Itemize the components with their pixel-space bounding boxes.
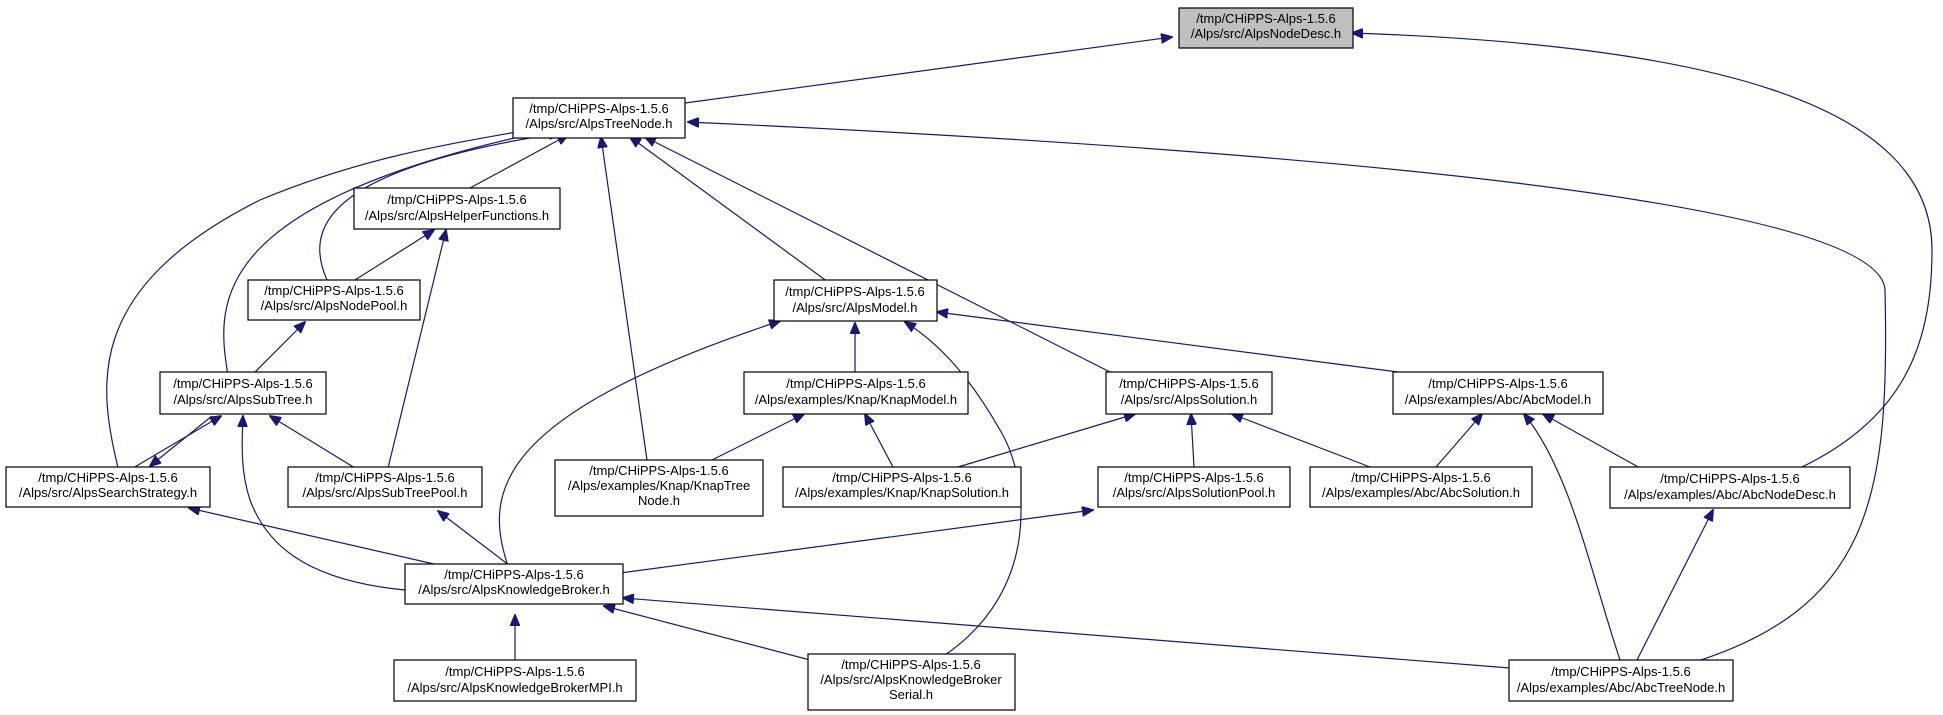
node-label-line: /Alps/examples/Abc/AbcTreeNode.h	[1517, 680, 1725, 695]
node-label-line: /tmp/CHiPPS-Alps-1.5.6	[1660, 471, 1799, 486]
node-label-line: /Alps/src/AlpsSubTreePool.h	[303, 485, 468, 500]
node-label-line: /Alps/src/AlpsKnowledgeBroker.h	[418, 582, 609, 597]
edge-kb-to-subtree	[242, 416, 406, 591]
edge-solutionpool-to-solution	[1191, 414, 1194, 468]
node-label-line: Serial.h	[889, 687, 933, 702]
node-label-line: /Alps/examples/Knap/KnapSolution.h	[795, 485, 1009, 500]
node-alps-knowledge-broker-mpi[interactable]: /tmp/CHiPPS-Alps-1.5.6 /Alps/src/AlpsKno…	[393, 659, 637, 702]
node-label-line: /tmp/CHiPPS-Alps-1.5.6	[444, 567, 583, 582]
edge-knapsolution-to-knapmodel	[865, 414, 894, 468]
edge-subtree-to-searchstrategy	[150, 415, 213, 466]
node-label-line: /Alps/src/AlpsModel.h	[793, 300, 918, 315]
edge-kbserial-to-kb	[604, 606, 811, 661]
node-alps-helper-functions[interactable]: /tmp/CHiPPS-Alps-1.5.6 /Alps/src/AlpsHel…	[353, 187, 561, 230]
node-knap-solution[interactable]: /tmp/CHiPPS-Alps-1.5.6 /Alps/examples/Kn…	[782, 466, 1022, 508]
node-label-line: /Alps/src/AlpsSolution.h	[1121, 392, 1258, 407]
node-alps-knowledge-broker-serial[interactable]: /tmp/CHiPPS-Alps-1.5.6 /Alps/src/AlpsKno…	[807, 653, 1016, 711]
edge-helper-to-treenode	[469, 135, 568, 189]
edge-subtreepool-to-subtree	[270, 416, 356, 469]
node-label-line: /Alps/src/AlpsSubTree.h	[174, 392, 313, 407]
edge-subtreepool-to-helper	[387, 230, 446, 469]
edge-treenode-to-nodedesc	[684, 37, 1172, 104]
node-label-line: /tmp/CHiPPS-Alps-1.5.6	[315, 470, 454, 485]
node-alps-node-pool[interactable]: /tmp/CHiPPS-Alps-1.5.6 /Alps/src/AlpsNod…	[247, 279, 421, 321]
node-knap-model[interactable]: /tmp/CHiPPS-Alps-1.5.6 /Alps/examples/Kn…	[743, 371, 969, 415]
node-label-line: /Alps/src/AlpsNodeDesc.h	[1191, 26, 1341, 41]
node-knap-tree-node[interactable]: /tmp/CHiPPS-Alps-1.5.6 /Alps/examples/Kn…	[554, 459, 764, 517]
node-abc-solution[interactable]: /tmp/CHiPPS-Alps-1.5.6 /Alps/examples/Ab…	[1309, 466, 1533, 508]
node-label-line: /tmp/CHiPPS-Alps-1.5.6	[1196, 11, 1335, 26]
node-label-line: /Alps/examples/Abc/AbcNodeDesc.h	[1624, 487, 1836, 502]
edge-subtree-to-treenode	[223, 128, 560, 376]
node-label-line: /Alps/examples/Knap/KnapTree	[568, 478, 750, 493]
node-label-line: /Alps/src/AlpsHelperFunctions.h	[365, 208, 549, 223]
node-alps-sub-tree-pool[interactable]: /tmp/CHiPPS-Alps-1.5.6 /Alps/src/AlpsSub…	[287, 466, 483, 508]
node-label-line: /tmp/CHiPPS-Alps-1.5.6	[1551, 664, 1690, 679]
node-label-line: /tmp/CHiPPS-Alps-1.5.6	[1124, 470, 1263, 485]
node-alps-sub-tree[interactable]: /tmp/CHiPPS-Alps-1.5.6 /Alps/src/AlpsSub…	[159, 371, 327, 415]
node-label-line: /Alps/src/AlpsTreeNode.h	[526, 116, 673, 131]
edge-searchstrategy-to-treenode	[106, 124, 560, 469]
node-alps-tree-node[interactable]: /tmp/CHiPPS-Alps-1.5.6 /Alps/src/AlpsTre…	[512, 97, 686, 139]
node-abc-node-desc[interactable]: /tmp/CHiPPS-Alps-1.5.6 /Alps/examples/Ab…	[1609, 466, 1851, 509]
node-label-line: /tmp/CHiPPS-Alps-1.5.6	[841, 657, 980, 672]
edge-abcsolution-to-solution	[1232, 414, 1371, 468]
edge-solution-to-treenode	[645, 137, 1111, 373]
node-alps-model[interactable]: /tmp/CHiPPS-Alps-1.5.6 /Alps/src/AlpsMod…	[773, 279, 938, 322]
edge-knapsolution-to-solution	[957, 414, 1135, 468]
node-alps-node-desc[interactable]: /tmp/CHiPPS-Alps-1.5.6 /Alps/src/AlpsNod…	[1178, 7, 1354, 49]
node-label-line: /tmp/CHiPPS-Alps-1.5.6	[445, 664, 584, 679]
edge-nodepool-to-treenode	[319, 133, 560, 281]
node-label-line: /Alps/src/AlpsKnowledgeBroker	[820, 672, 1002, 687]
node-label-line: /tmp/CHiPPS-Alps-1.5.6	[387, 192, 526, 207]
node-label-line: /Alps/examples/Abc/AbcSolution.h	[1322, 485, 1520, 500]
node-label-line: /tmp/CHiPPS-Alps-1.5.6	[832, 470, 971, 485]
node-alps-solution-pool[interactable]: /tmp/CHiPPS-Alps-1.5.6 /Alps/src/AlpsSol…	[1097, 466, 1291, 508]
node-label-line: /tmp/CHiPPS-Alps-1.5.6	[529, 101, 668, 116]
edge-kbserial-to-model	[905, 322, 1022, 656]
node-alps-search-strategy[interactable]: /tmp/CHiPPS-Alps-1.5.6 /Alps/src/AlpsSea…	[5, 466, 211, 508]
nodes: /tmp/CHiPPS-Alps-1.5.6 /Alps/src/AlpsNod…	[5, 7, 1851, 711]
edge-abctreenode-to-treenode	[688, 122, 1887, 666]
edge-abcnodedesc-to-nodedesc	[1352, 33, 1933, 469]
node-label-line: /tmp/CHiPPS-Alps-1.5.6	[1428, 376, 1567, 391]
edge-abctreenode-to-abcnodedesc	[1636, 510, 1713, 661]
node-abc-tree-node[interactable]: /tmp/CHiPPS-Alps-1.5.6 /Alps/examples/Ab…	[1508, 659, 1734, 702]
node-label-line: /tmp/CHiPPS-Alps-1.5.6	[38, 470, 177, 485]
node-abc-model[interactable]: /tmp/CHiPPS-Alps-1.5.6 /Alps/examples/Ab…	[1392, 371, 1604, 415]
node-label-line: /Alps/examples/Knap/KnapModel.h	[755, 392, 957, 407]
edge-knaptreenode-to-knapmodel	[711, 414, 804, 461]
node-label-line: /tmp/CHiPPS-Alps-1.5.6	[1351, 470, 1490, 485]
edge-knaptreenode-to-treenode	[601, 137, 648, 461]
node-label-line: /Alps/examples/Abc/AbcModel.h	[1405, 392, 1591, 407]
node-label-line: /tmp/CHiPPS-Alps-1.5.6	[785, 284, 924, 299]
edge-abctreenode-to-kb	[623, 598, 1511, 669]
node-alps-solution[interactable]: /tmp/CHiPPS-Alps-1.5.6 /Alps/src/AlpsSol…	[1105, 371, 1273, 415]
edge-model-to-treenode	[630, 137, 829, 283]
edge-kb-to-subtreepool	[438, 511, 519, 573]
node-label-line: /tmp/CHiPPS-Alps-1.5.6	[173, 376, 312, 391]
node-label-line: /Alps/src/AlpsNodePool.h	[261, 298, 408, 313]
node-label-line: /Alps/src/AlpsSolutionPool.h	[1113, 485, 1276, 500]
node-label-line: /tmp/CHiPPS-Alps-1.5.6	[264, 283, 403, 298]
edge-kb-to-solutionpool	[604, 510, 1093, 576]
edge-kb-to-model	[498, 321, 780, 573]
edge-searchstrategy-to-subtree	[132, 416, 221, 469]
edge-abcnodedesc-to-abcmodel	[1543, 414, 1641, 469]
node-label-line: /Alps/src/AlpsKnowledgeBrokerMPI.h	[407, 680, 622, 695]
edge-nodepool-to-helper	[354, 230, 434, 281]
edge-abctreenode-to-abcmodel	[1524, 414, 1621, 661]
node-label-line: Node.h	[638, 493, 680, 508]
edge-abcsolution-to-abcmodel	[1435, 414, 1482, 468]
node-label-line: /tmp/CHiPPS-Alps-1.5.6	[786, 376, 925, 391]
edges	[106, 33, 1933, 669]
node-label-line: /tmp/CHiPPS-Alps-1.5.6	[1119, 376, 1258, 391]
edge-abcmodel-to-model	[937, 312, 1399, 373]
node-alps-knowledge-broker[interactable]: /tmp/CHiPPS-Alps-1.5.6 /Alps/src/AlpsKno…	[404, 563, 624, 605]
edge-subtree-to-nodepool	[251, 322, 305, 376]
node-label-line: /Alps/src/AlpsSearchStrategy.h	[19, 485, 197, 500]
node-label-line: /tmp/CHiPPS-Alps-1.5.6	[589, 463, 728, 478]
